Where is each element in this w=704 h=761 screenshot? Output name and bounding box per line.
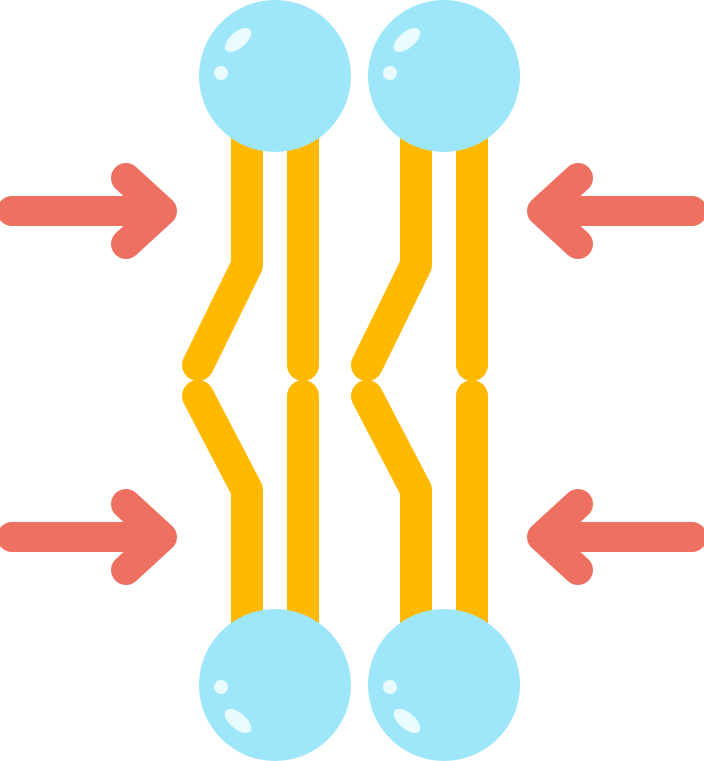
lipid-tails: [182, 114, 319, 646]
lipid-tails: [351, 114, 488, 646]
kinked-tail-top: [351, 114, 432, 381]
kinked-tail-top: [182, 114, 263, 381]
arrow-right-icon: [0, 163, 177, 259]
kinked-tail-bottom: [182, 380, 263, 646]
lipid-head-bottom: [199, 609, 351, 761]
lipid-head-top: [199, 0, 351, 152]
arrow-left-icon: [527, 489, 704, 585]
lipid-pair-1: [182, 0, 351, 761]
arrow-right-icon: [0, 489, 177, 585]
lipid-head-bottom: [368, 609, 520, 761]
lipid-pair-2: [351, 0, 520, 761]
kinked-tail-bottom: [351, 380, 432, 646]
lipid-head-top: [368, 0, 520, 152]
arrow-left-icon: [527, 163, 704, 259]
